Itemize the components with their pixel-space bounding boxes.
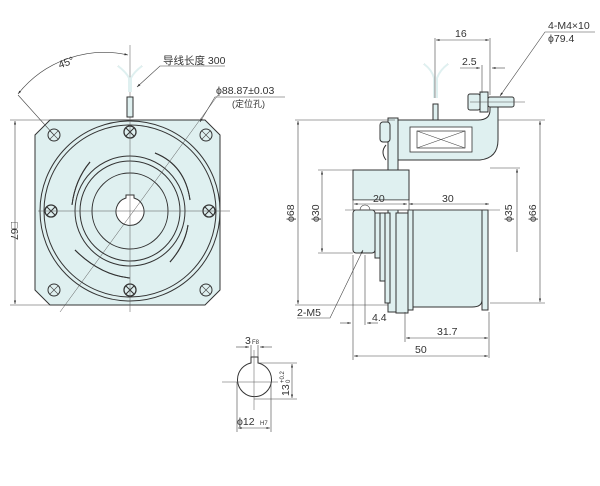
- key-height-tol-lower: 0: [286, 379, 292, 383]
- dia-66: ϕ66: [527, 204, 539, 222]
- key-width-tolerance: F8: [252, 340, 260, 346]
- bore-tolerance: H7: [260, 421, 268, 427]
- pilot-note: (定位孔): [232, 98, 265, 109]
- dim-16: 16: [455, 28, 467, 40]
- dim-50: 50: [415, 344, 427, 356]
- angle-label: 45°: [57, 55, 76, 72]
- front-view: 45° 导线长度 300 ϕ88.87±0.03 (定位孔) □67: [8, 45, 285, 313]
- dia-68: ϕ68: [285, 204, 297, 222]
- bolt-pcd-label: ϕ79.4: [548, 33, 574, 45]
- dim-20: 20: [373, 193, 385, 205]
- dim-4-4: 4.4: [372, 312, 387, 324]
- shaft-hub: [352, 209, 376, 254]
- bore-dia-label: ϕ12: [237, 416, 255, 428]
- dim-2-5: 2.5: [462, 56, 477, 68]
- corner-hole-tr: [199, 128, 213, 142]
- dim-30: 30: [442, 193, 454, 205]
- dia-30: ϕ30: [310, 204, 322, 222]
- side-view: 16 2.5 4-M4×10 ϕ79.4 ϕ68 ϕ30 20 30 ϕ35: [285, 20, 595, 360]
- angle-arc: [17, 52, 129, 95]
- bore-profile: [237, 356, 272, 398]
- key-width-label: 3: [245, 335, 251, 347]
- lead-wire-length-label: 导线长度 300: [163, 54, 226, 67]
- brake-body: [411, 209, 483, 308]
- bolt-spec-label: 4-M4×10: [548, 20, 590, 32]
- key-height-tol-upper: +0.2: [280, 370, 286, 383]
- corner-hole-bl: [47, 283, 61, 297]
- corner-hole-br: [199, 283, 213, 297]
- dia-35: ϕ35: [503, 204, 515, 222]
- hub-block: [352, 169, 410, 201]
- square-size-label: □67: [8, 222, 20, 240]
- screw-label: 2-M5: [297, 307, 321, 319]
- dim-31-7: 31.7: [437, 326, 458, 338]
- key-height-label: 13: [280, 384, 292, 396]
- pilot-diameter-label: ϕ88.87±0.03: [216, 85, 275, 97]
- bore-detail: 3 F8 13 +0.2 0 ϕ12 H7: [222, 335, 297, 432]
